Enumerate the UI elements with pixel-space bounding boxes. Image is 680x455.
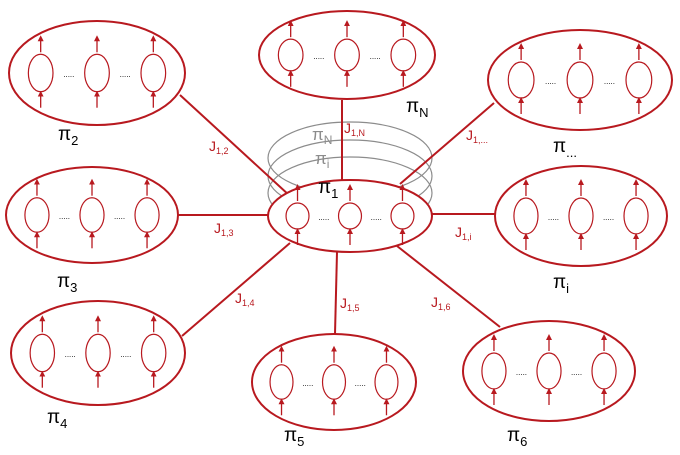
- cluster-c2: ..........: [8, 20, 186, 126]
- cluster-label-pi-1: π1: [318, 177, 338, 201]
- cluster-label-pi-4: π4: [47, 407, 67, 431]
- spin-ellipsis: .....: [355, 379, 366, 388]
- spin-ellipsis: .....: [545, 77, 556, 86]
- cluster-outline: [10, 300, 186, 406]
- cluster-label-pi-3: π3: [57, 271, 77, 295]
- coupling-label-j15: J1,5: [340, 295, 360, 313]
- cluster-label-pi-dots: π...: [553, 136, 577, 160]
- spin-ellipsis: .....: [63, 70, 74, 79]
- coupling-line-j15: [334, 251, 338, 335]
- ghost-label-pi-n: πN: [312, 125, 332, 147]
- cluster-c6: ..........: [462, 320, 636, 422]
- cluster-outline: [5, 166, 179, 264]
- spin-ellipsis: .....: [371, 213, 382, 222]
- spin-ellipsis: .....: [114, 212, 125, 221]
- cluster-label-pi-2: π2: [58, 124, 78, 148]
- coupling-line-j12: [179, 94, 291, 197]
- spin-ellipsis: .....: [120, 70, 131, 79]
- cluster-c1: ..........: [267, 179, 433, 253]
- cluster-cN: ..........: [258, 10, 436, 100]
- coupling-label-j13: J1,3: [214, 220, 234, 238]
- coupling-line-j14: [181, 242, 291, 337]
- clusters: ........................................…: [5, 10, 673, 431]
- coupling-label-j1n: J1,N: [344, 120, 365, 138]
- cluster-outline: [258, 10, 436, 100]
- coupling-line-j1dots: [399, 102, 495, 185]
- spin-ellipsis: .....: [604, 77, 615, 86]
- cluster-outline: [251, 333, 417, 431]
- coupling-labels: J1,2 J1,3 J1,4 J1,5 J1,6 J1,i J1,N J1,..…: [209, 120, 488, 313]
- spin-ellipsis: .....: [59, 212, 70, 221]
- cluster-outline: [494, 165, 668, 267]
- spin-ellipsis: .....: [548, 213, 559, 222]
- cluster-c5: ..........: [251, 333, 417, 431]
- spin-ellipsis: .....: [120, 350, 131, 359]
- cluster-outline: [267, 179, 433, 253]
- coupling-label-j14: J1,4: [235, 290, 255, 308]
- cluster-labels: π1 π2 π3 π4 π5 π6 πi πN π... πN πi: [47, 96, 577, 449]
- cluster-label-pi-6: π6: [507, 425, 527, 449]
- spin-ellipsis: .....: [370, 52, 381, 61]
- cluster-outline: [8, 20, 186, 126]
- spin-ellipsis: .....: [318, 213, 329, 222]
- cluster-label-pi-5: π5: [284, 425, 304, 449]
- spin-ellipsis: .....: [302, 379, 313, 388]
- spin-ellipsis: .....: [516, 368, 527, 377]
- spin-ellipsis: .....: [313, 52, 324, 61]
- ghost-label-pi-i: πi: [315, 149, 329, 171]
- coupling-label-j16: J1,6: [431, 294, 451, 312]
- cluster-outline: [487, 29, 673, 131]
- cluster-label-pi-i: πi: [553, 272, 569, 296]
- cluster-c4: ..........: [10, 300, 186, 406]
- coupling-label-j12: J1,2: [209, 138, 229, 156]
- cluster-label-pi-n: πN: [406, 96, 429, 120]
- coupling-lines: [178, 94, 501, 337]
- cluster-cdots: ..........: [487, 29, 673, 131]
- spin-ellipsis: .....: [603, 213, 614, 222]
- coupling-label-j1i: J1,i: [455, 224, 472, 242]
- cluster-ci: ..........: [494, 165, 668, 267]
- cluster-c3: ..........: [5, 166, 179, 264]
- coupling-label-j1dots: J1,...: [466, 127, 488, 145]
- spin-ellipsis: .....: [571, 368, 582, 377]
- spin-ellipsis: .....: [65, 350, 76, 359]
- cluster-outline: [462, 320, 636, 422]
- coupling-line-j16: [396, 245, 501, 328]
